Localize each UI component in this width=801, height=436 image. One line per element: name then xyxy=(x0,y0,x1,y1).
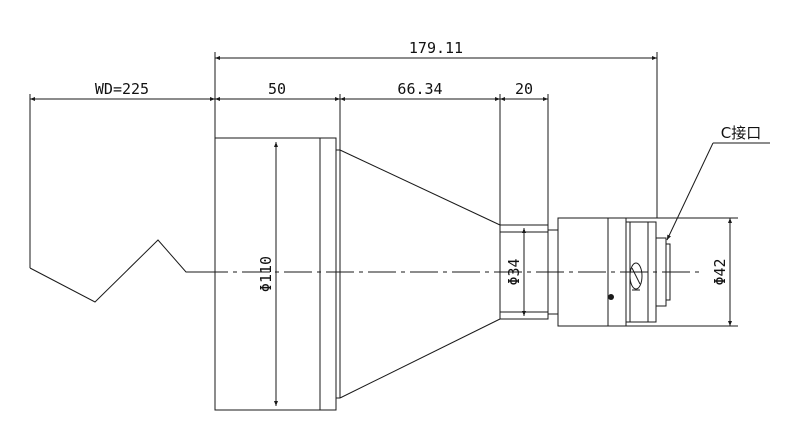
set-screw xyxy=(608,294,614,300)
mount-leader xyxy=(666,142,714,241)
taper-length-label: 66.34 xyxy=(397,80,442,98)
overall-length-label: 179.11 xyxy=(409,39,463,57)
c-mount-flange xyxy=(665,243,671,301)
front-barrel-length-label: 50 xyxy=(268,80,286,98)
lock-knob xyxy=(629,262,643,290)
neck-diameter-label: Φ34 xyxy=(505,258,523,285)
neck-length-label: 20 xyxy=(515,80,533,98)
c-mount-label: C接口 xyxy=(721,124,761,142)
lock-knob-slot xyxy=(631,267,641,285)
front-barrel-ring xyxy=(319,137,337,411)
taper-bottom-edge xyxy=(339,318,501,399)
taper-top-edge xyxy=(339,149,501,226)
mount-diameter-label: Φ42 xyxy=(711,258,729,285)
break-line xyxy=(29,239,200,303)
working-distance-label: WD=225 xyxy=(95,80,149,98)
front-diameter-label: Φ110 xyxy=(257,256,275,292)
